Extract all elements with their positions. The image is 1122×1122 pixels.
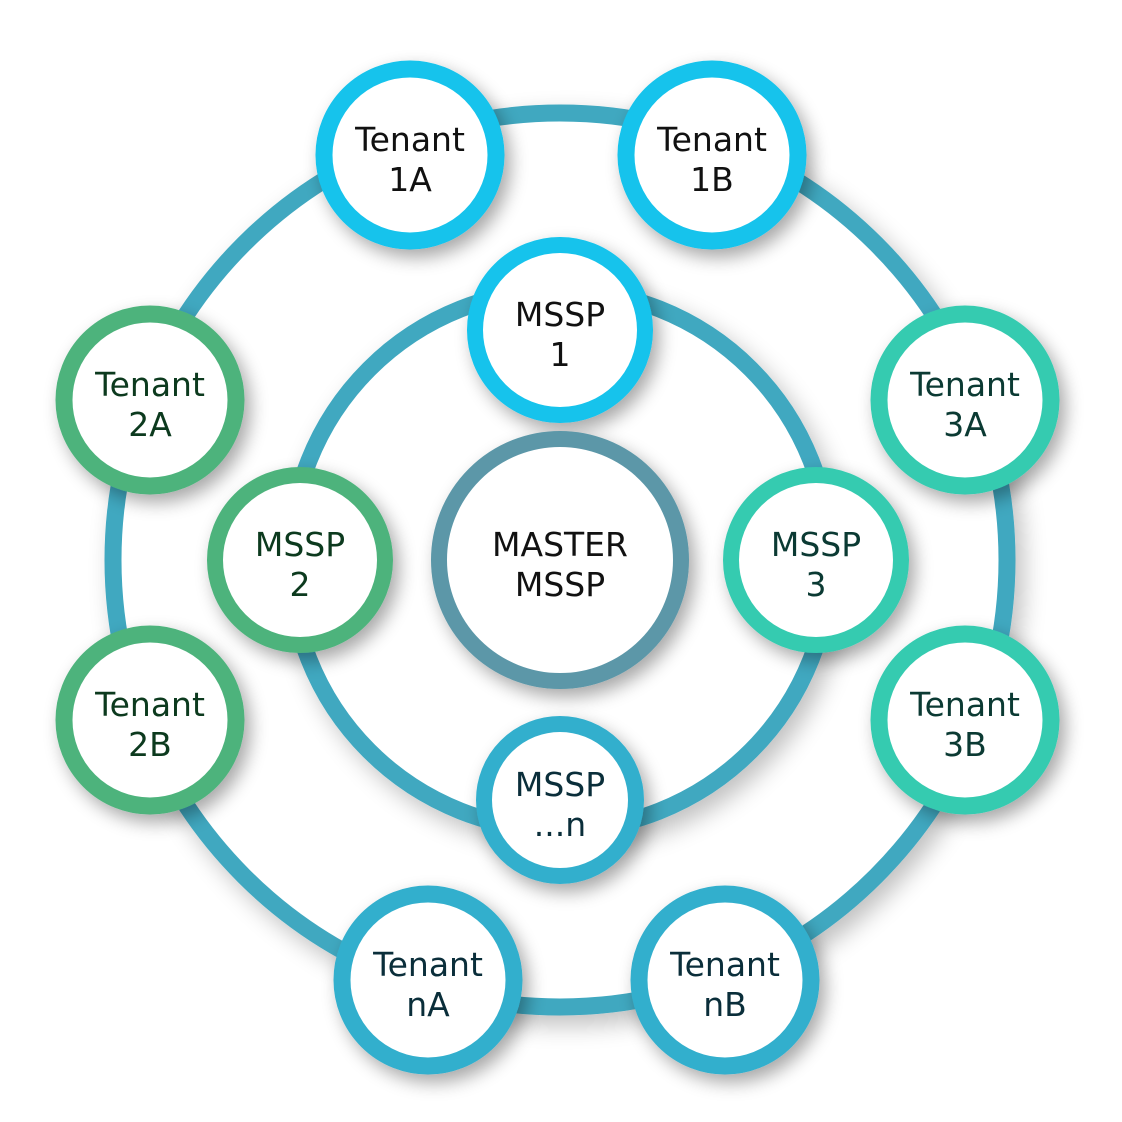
master-mssp-node-label-line2: MSSP: [515, 565, 605, 604]
tenant-2a-node-circle: [55, 305, 245, 495]
tenant-1b-node-circle: [617, 60, 807, 250]
mssp-1-node-circle: [467, 237, 653, 423]
tenant-2b-node-circle: [55, 625, 245, 815]
tenant-1a-node-label-line1: Tenant: [354, 120, 465, 159]
tenant-nb-node-label-line1: Tenant: [669, 945, 780, 984]
tenant-na-node-circle: [333, 885, 523, 1075]
mssp-1-node-label-line2: 1: [550, 335, 571, 374]
tenant-nb-node-label-line2: nB: [703, 985, 747, 1024]
tenant-na-node-label-line1: Tenant: [372, 945, 483, 984]
tenant-1b-node-label-line2: 1B: [690, 160, 734, 199]
tenant-2b-node-label-line2: 2B: [128, 725, 172, 764]
master-mssp-node-label-line1: MASTER: [492, 525, 628, 564]
tenant-na-node-label-line2: nA: [406, 985, 450, 1024]
tenant-1a-node-label-line2: 1A: [388, 160, 432, 199]
mssp-1-node-label-line1: MSSP: [515, 295, 605, 334]
tenant-2a-node-label-line1: Tenant: [94, 365, 205, 404]
mssp-n-node: MSSP...n: [476, 716, 644, 884]
master-mssp-node-circle: [431, 431, 689, 689]
tenant-1a-node-circle: [315, 60, 505, 250]
mssp-n-node-label-line1: MSSP: [515, 765, 605, 804]
tenant-2a-node-label-line2: 2A: [128, 405, 172, 444]
tenant-3b-node-circle: [870, 625, 1060, 815]
tenant-1b-node-label-line1: Tenant: [656, 120, 767, 159]
tenant-nb-node-circle: [630, 885, 820, 1075]
mssp-n-node-circle: [476, 716, 644, 884]
tenant-2b-node-label-line1: Tenant: [94, 685, 205, 724]
tenant-3a-node-circle: [870, 305, 1060, 495]
mssp-n-node-label-line2: ...n: [534, 805, 586, 844]
mssp-2-node-circle: [207, 467, 393, 653]
mssp-2-node-label-line1: MSSP: [255, 525, 345, 564]
mssp-3-node-label-line2: 3: [806, 565, 827, 604]
tenant-3b-node-label-line1: Tenant: [909, 685, 1020, 724]
tenant-3a-node-label-line2: 3A: [943, 405, 987, 444]
mssp-3-node-label-line1: MSSP: [771, 525, 861, 564]
mssp-3-node-circle: [723, 467, 909, 653]
mssp-2-node-label-line2: 2: [290, 565, 311, 604]
tenant-3b-node-label-line2: 3B: [943, 725, 987, 764]
tenant-3a-node-label-line1: Tenant: [909, 365, 1020, 404]
